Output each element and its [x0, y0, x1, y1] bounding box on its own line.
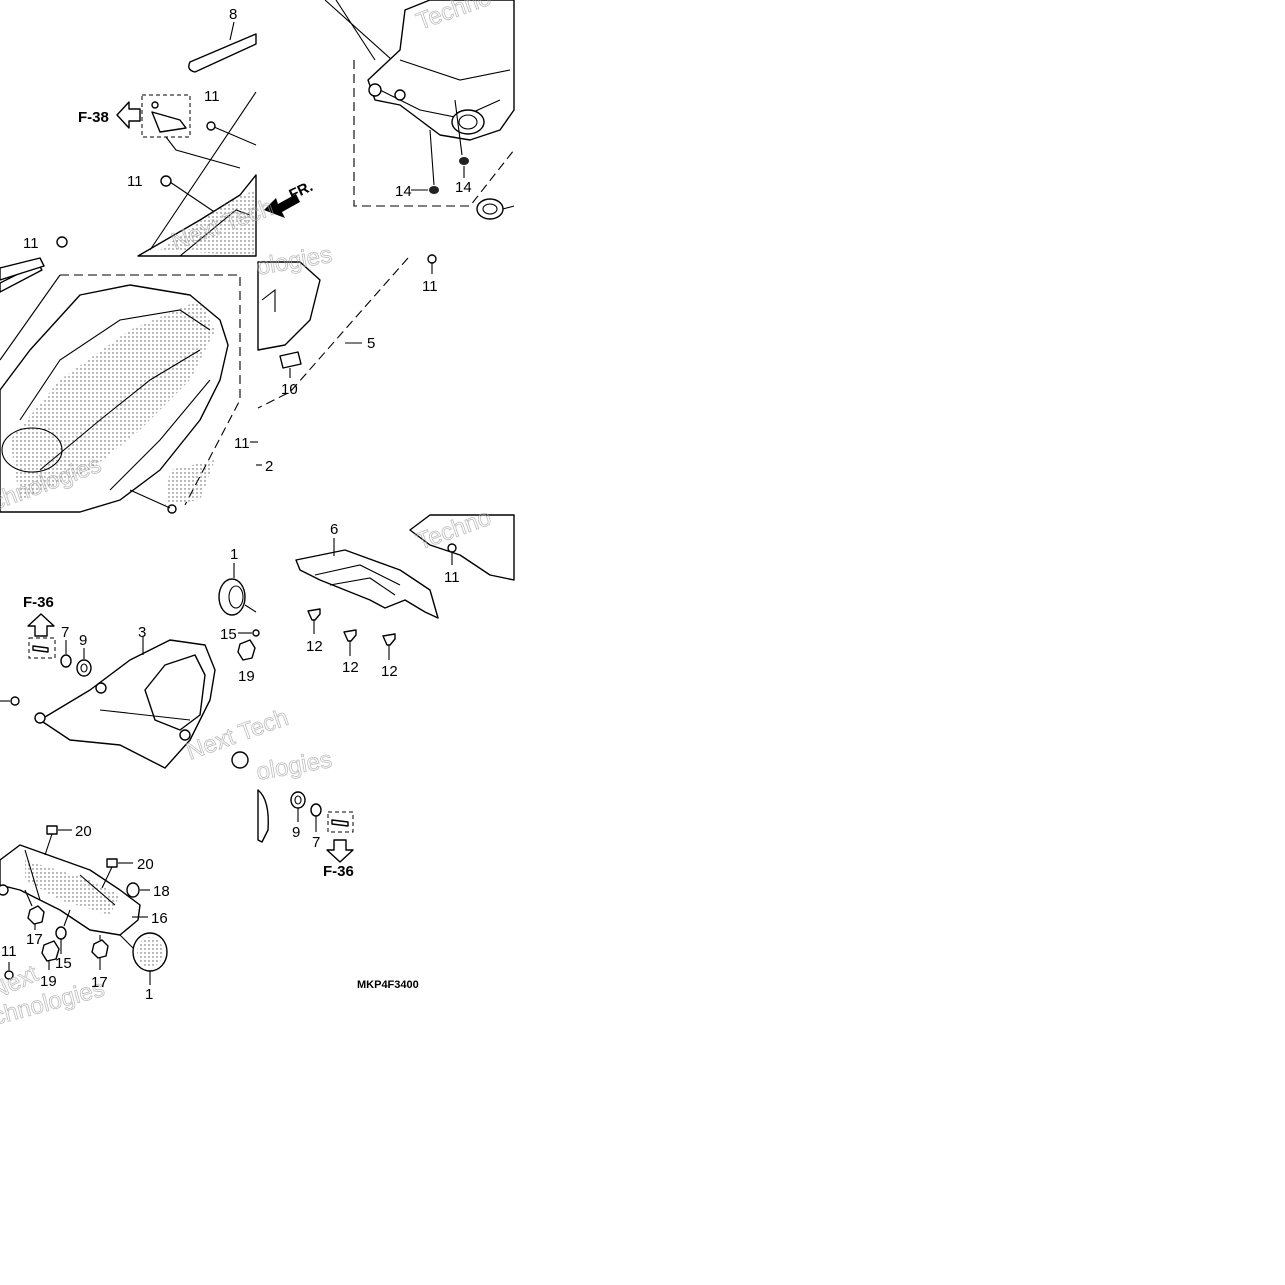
screw-12c [382, 633, 396, 660]
callout-11: 11 [127, 173, 143, 190]
bolt-11-icon [427, 254, 437, 264]
callout-14: 14 [455, 179, 472, 196]
nut-17a [27, 905, 45, 925]
rear-frame-bracket [367, 0, 515, 141]
callout-6: 6 [330, 521, 338, 538]
callout-11: 11 [444, 569, 460, 586]
callout-3: 3 [138, 624, 146, 641]
screw-12a [307, 608, 321, 634]
callout-20: 20 [75, 823, 92, 840]
tile-top-middle [324, 0, 515, 220]
callout-16: 16 [151, 910, 168, 927]
callout-11: 11 [234, 435, 250, 452]
callout-1: 1 [230, 546, 238, 563]
callout-1: 1 [145, 986, 153, 1003]
tile-middle-left [0, 257, 241, 514]
svg-text:ologies: ologies [254, 746, 334, 786]
callout-19: 19 [40, 973, 57, 990]
callout-18: 18 [153, 883, 170, 900]
nut-19b [41, 940, 60, 962]
front-direction-arrow-icon [264, 194, 300, 218]
callout-5: 5 [367, 335, 375, 352]
callout-9: 9 [292, 824, 300, 841]
callout-2: 2 [265, 458, 273, 475]
callout-12: 12 [381, 663, 398, 680]
tile-middle-middle [250, 254, 437, 466]
callout-labels: 8 11 11 11 14 14 11 5 10 11 2 1 7 9 3 15… [1, 6, 472, 1003]
callout-9: 9 [79, 632, 87, 649]
callout-11: 11 [23, 235, 39, 252]
callout-17: 17 [91, 974, 108, 991]
reflector-1a [218, 578, 246, 616]
pad-10 [279, 351, 302, 369]
callout-15: 15 [55, 955, 72, 972]
nut-19a [237, 639, 256, 661]
reference-f-36[interactable]: F-36 [323, 863, 354, 880]
tile-lower-middle [257, 514, 515, 863]
tile-lower-left [0, 563, 260, 769]
front-direction-label: FR. [287, 178, 316, 204]
arrow-up-icon [27, 613, 55, 637]
callout-10: 10 [281, 381, 298, 398]
callout-11: 11 [422, 278, 438, 295]
callout-20: 20 [137, 856, 154, 873]
bolt-20a [44, 825, 72, 856]
nut-17b [91, 939, 109, 959]
screw-12b [343, 629, 357, 656]
tile-top-left [0, 21, 300, 293]
arrow-down-icon [326, 839, 354, 863]
grommet-14a [429, 186, 439, 194]
reference-labels: F-38 F-36 F-36 [23, 109, 354, 880]
callout-19: 19 [238, 668, 255, 685]
part-8-strap [188, 33, 257, 73]
callout-11: 11 [1, 943, 17, 960]
bolt-20b [101, 858, 133, 889]
bracket-6 [295, 549, 439, 619]
cap-18 [126, 882, 140, 898]
callout-14: 14 [395, 183, 412, 200]
callout-7: 7 [61, 624, 69, 641]
arrow-left-icon [116, 101, 141, 129]
callout-7: 7 [312, 834, 320, 851]
reference-f-36[interactable]: F-36 [23, 594, 54, 611]
callout-12: 12 [342, 659, 359, 676]
callout-17: 17 [26, 931, 43, 948]
callout-11: 11 [204, 88, 220, 105]
grommet-14b [459, 157, 469, 165]
callout-12: 12 [306, 638, 323, 655]
callout-15: 15 [220, 626, 237, 643]
reference-f-38[interactable]: F-38 [78, 109, 109, 126]
tile-bottom-left [0, 825, 168, 985]
drawing-code: MKP4F3400 [357, 979, 419, 991]
callout-8: 8 [229, 6, 237, 23]
